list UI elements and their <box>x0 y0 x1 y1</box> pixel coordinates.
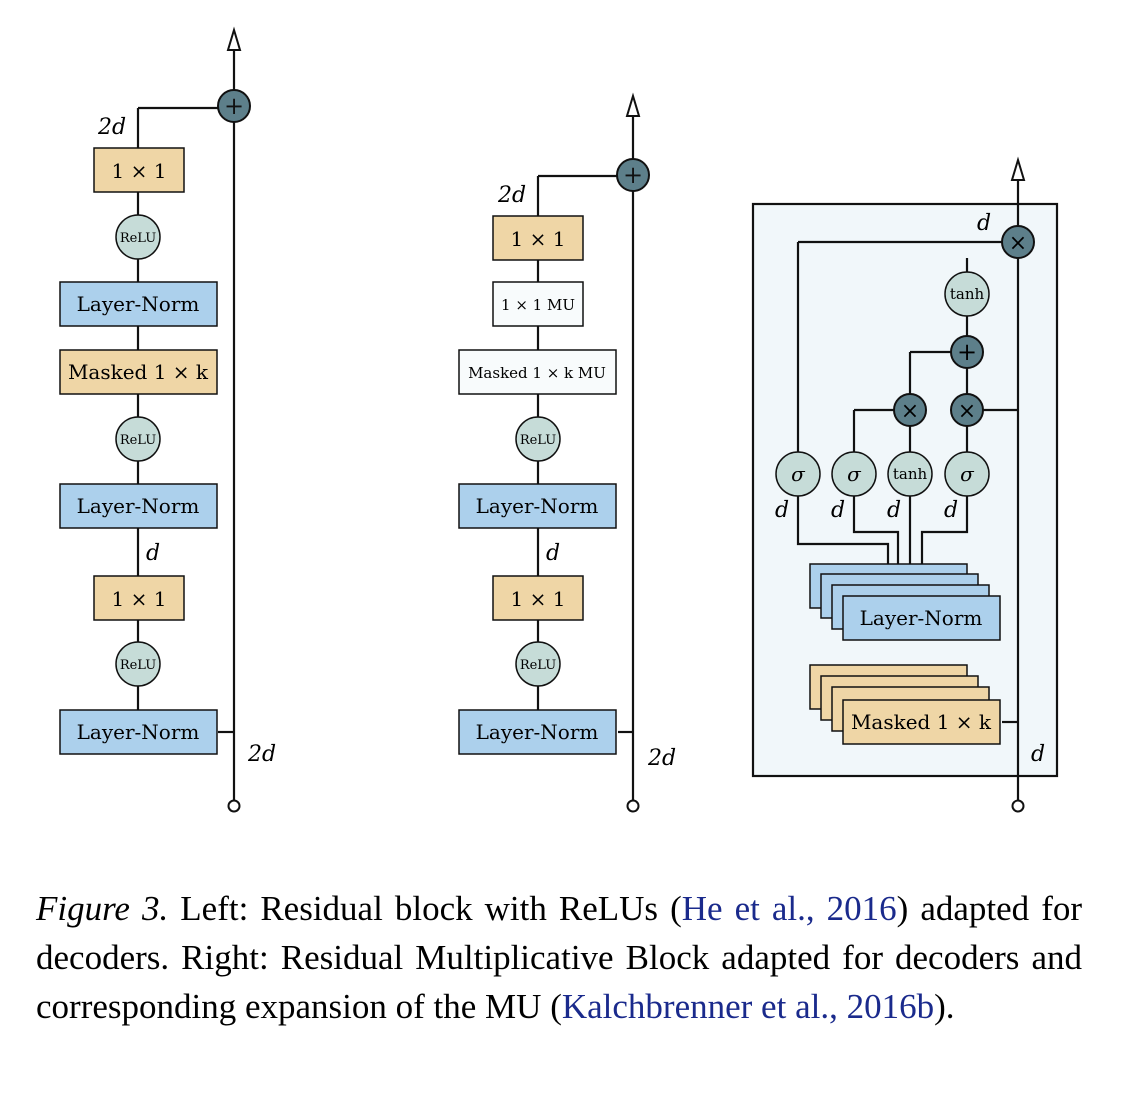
layer-norm-label: Layer-Norm <box>77 292 200 316</box>
plus-node <box>217 89 251 123</box>
masked-mu-box <box>458 349 617 395</box>
layer-norm-label: Layer-Norm <box>77 720 200 744</box>
dim-label: d <box>146 541 160 566</box>
dim-label: d <box>831 498 845 523</box>
layer-norm-label: Layer-Norm <box>860 606 983 630</box>
relu-node <box>515 641 561 687</box>
masked-conv-box <box>59 349 218 395</box>
tanh-node <box>887 451 933 497</box>
relu-node <box>115 214 161 260</box>
relu-node <box>115 416 161 462</box>
relu-node <box>515 416 561 462</box>
tanh-label: tanh <box>893 465 928 483</box>
dim-label: 2d <box>247 742 276 767</box>
conv-1x1-label: 1 × 1 <box>112 159 167 183</box>
left-residual-block: + 1 × 1 ReLU Layer-Norm Masked 1 × k ReL… <box>59 89 276 767</box>
layer-norm-label: Layer-Norm <box>77 494 200 518</box>
dim-label: d <box>977 211 991 236</box>
sigma-node <box>944 451 990 497</box>
times-node <box>893 393 927 427</box>
relu-label: ReLU <box>120 433 156 448</box>
relu-label: ReLU <box>120 231 156 246</box>
mu-1x1-box <box>492 281 584 327</box>
caption-text: ). <box>934 987 955 1026</box>
layer-norm-box <box>59 483 218 529</box>
dim-label: 2d <box>97 115 126 140</box>
caption-text: Left: Residual block with ReLUs ( <box>168 889 682 928</box>
sigma-node <box>831 451 877 497</box>
caption-text: ) adapted for decoders. Right: Residual … <box>36 889 1083 1026</box>
conv-1x1-box <box>93 575 185 621</box>
dim-label: d <box>887 498 901 523</box>
conv-1x1-label: 1 × 1 <box>511 227 566 251</box>
layer-norm-box <box>458 709 617 755</box>
relu-label: ReLU <box>120 658 156 673</box>
layer-norm-box <box>842 595 1001 641</box>
conv-1x1-label: 1 × 1 <box>511 587 566 611</box>
mu-1x1-label: 1 × 1 MU <box>501 296 575 314</box>
plus-node <box>616 158 650 192</box>
layer-norm-box <box>59 281 218 327</box>
dim-label: 2d <box>647 746 676 771</box>
citation-link[interactable]: He et al., 2016 <box>681 889 897 928</box>
conv-1x1-box <box>93 147 185 193</box>
plus-label: + <box>623 161 643 189</box>
dim-label: d <box>546 541 560 566</box>
dim-label: d <box>775 498 789 523</box>
sigma-label: σ <box>960 462 975 486</box>
residual-blocks-diagram: + 1 × 1 ReLU Layer-Norm Masked 1 × k ReL… <box>59 26 1059 813</box>
masked-conv-label: Masked 1 × k <box>68 360 209 384</box>
sigma-node <box>775 451 821 497</box>
layer-norm-label: Layer-Norm <box>476 494 599 518</box>
masked-conv-box <box>842 699 1001 745</box>
relu-node <box>115 641 161 687</box>
mu-expansion: × tanh + × × σ σ tanh σ Layer-Norm Maske… <box>775 211 1045 767</box>
times-label: × <box>901 399 919 424</box>
tanh-label: tanh <box>950 285 985 303</box>
dim-label: d <box>944 498 958 523</box>
figure-caption: Figure 3. Left: Residual block with ReLU… <box>36 884 1082 1031</box>
times-label: × <box>1009 231 1027 256</box>
conv-1x1-box <box>492 215 584 261</box>
citation-link[interactable]: Kalchbrenner et al., 2016b <box>561 987 935 1026</box>
plus-label: + <box>224 92 244 120</box>
times-label: × <box>958 399 976 424</box>
middle-residual-mu-block: + 1 × 1 1 × 1 MU Masked 1 × k MU ReLU La… <box>458 158 676 771</box>
dim-label: 2d <box>497 183 526 208</box>
tanh-node <box>944 271 990 317</box>
sigma-label: σ <box>791 462 806 486</box>
plus-label: + <box>957 338 977 366</box>
relu-label: ReLU <box>520 433 556 448</box>
plus-node <box>950 335 984 369</box>
layer-norm-label: Layer-Norm <box>476 720 599 744</box>
layer-norm-box <box>59 709 218 755</box>
relu-label: ReLU <box>520 658 556 673</box>
conv-1x1-label: 1 × 1 <box>112 587 167 611</box>
masked-mu-label: Masked 1 × k MU <box>468 364 606 382</box>
dim-label: d <box>1031 742 1045 767</box>
sigma-label: σ <box>847 462 862 486</box>
masked-conv-label: Masked 1 × k <box>851 710 992 734</box>
figure-label: Figure 3. <box>36 889 169 928</box>
times-node <box>950 393 984 427</box>
layer-norm-box <box>458 483 617 529</box>
conv-1x1-box <box>492 575 584 621</box>
times-node <box>1001 225 1035 259</box>
